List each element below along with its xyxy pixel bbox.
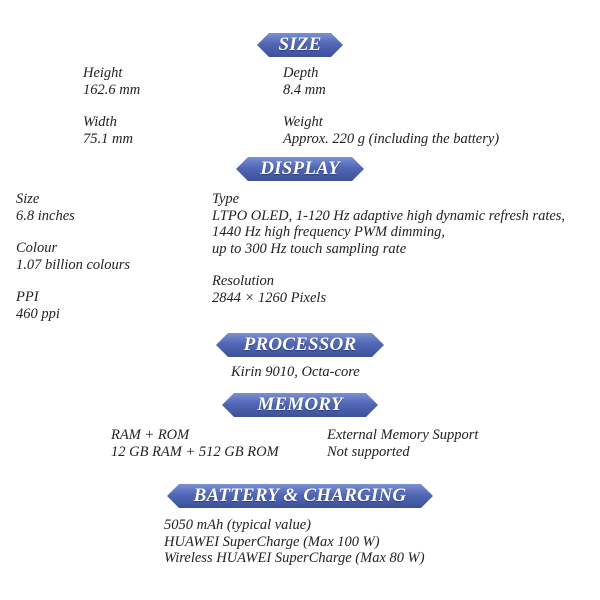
external-memory-label: External Memory Support <box>327 427 479 443</box>
size-section-title: SIZE <box>278 34 322 55</box>
depth-spec: Depth 8.4 mm <box>283 65 326 98</box>
weight-label: Weight <box>283 114 323 130</box>
battery-section-title: BATTERY & CHARGING <box>193 485 407 506</box>
size-section-banner: SIZE <box>257 33 343 57</box>
battery-section-banner: BATTERY & CHARGING <box>167 484 433 508</box>
memory-section-banner: MEMORY <box>222 393 378 417</box>
display-type-line-1: LTPO OLED, 1-120 Hz adaptive high dynami… <box>212 207 566 224</box>
depth-label: Depth <box>283 65 319 81</box>
battery-capacity: 5050 mAh (typical value) <box>164 517 311 533</box>
processor-section-banner: PROCESSOR <box>216 333 384 357</box>
height-value: 162.6 mm <box>83 81 141 98</box>
weight-value: Approx. 220 g (including the battery) <box>283 130 500 147</box>
resolution-label: Resolution <box>212 273 275 289</box>
wireless-charging: Wireless HUAWEI SuperCharge (Max 80 W) <box>164 550 425 566</box>
ram-rom-spec: RAM + ROM 12 GB RAM + 512 GB ROM <box>111 427 279 460</box>
display-type-line-2: 1440 Hz high frequency PWM dimming, <box>212 224 446 240</box>
memory-section-title: MEMORY <box>257 394 343 415</box>
ram-rom-label: RAM + ROM <box>111 427 190 443</box>
depth-value: 8.4 mm <box>283 81 326 98</box>
colour-spec: Colour 1.07 billion colours <box>16 240 130 273</box>
weight-spec: Weight Approx. 220 g (including the batt… <box>283 114 499 147</box>
external-memory-spec: External Memory Support Not supported <box>327 427 478 460</box>
display-type-line-3: up to 300 Hz touch sampling rate <box>212 240 407 257</box>
height-label: Height <box>83 65 123 81</box>
display-size-spec: Size 6.8 inches <box>16 191 75 224</box>
ppi-value: 460 ppi <box>16 305 60 322</box>
display-size-label: Size <box>16 191 40 207</box>
ram-rom-value: 12 GB RAM + 512 GB ROM <box>111 443 279 460</box>
resolution-spec: Resolution 2844 × 1260 Pixels <box>212 273 326 306</box>
processor-section-title: PROCESSOR <box>243 334 357 355</box>
display-type-label: Type <box>212 191 240 207</box>
display-size-value: 6.8 inches <box>16 207 75 224</box>
display-section-banner: DISPLAY <box>236 157 364 181</box>
wired-charging: HUAWEI SuperCharge (Max 100 W) <box>164 533 380 550</box>
external-memory-value: Not supported <box>327 443 410 460</box>
colour-label: Colour <box>16 240 58 256</box>
ppi-label: PPI <box>16 289 39 305</box>
resolution-value: 2844 × 1260 Pixels <box>212 289 327 306</box>
width-value: 75.1 mm <box>83 130 133 147</box>
height-spec: Height 162.6 mm <box>83 65 140 98</box>
display-type-spec: Type LTPO OLED, 1-120 Hz adaptive high d… <box>212 191 565 257</box>
display-section-title: DISPLAY <box>260 158 340 179</box>
width-label: Width <box>83 114 117 130</box>
width-spec: Width 75.1 mm <box>83 114 133 147</box>
processor-value: Kirin 9010, Octa-core <box>231 364 360 380</box>
ppi-spec: PPI 460 ppi <box>16 289 60 322</box>
battery-spec: 5050 mAh (typical value) HUAWEI SuperCha… <box>164 517 425 567</box>
colour-value: 1.07 billion colours <box>16 256 130 273</box>
